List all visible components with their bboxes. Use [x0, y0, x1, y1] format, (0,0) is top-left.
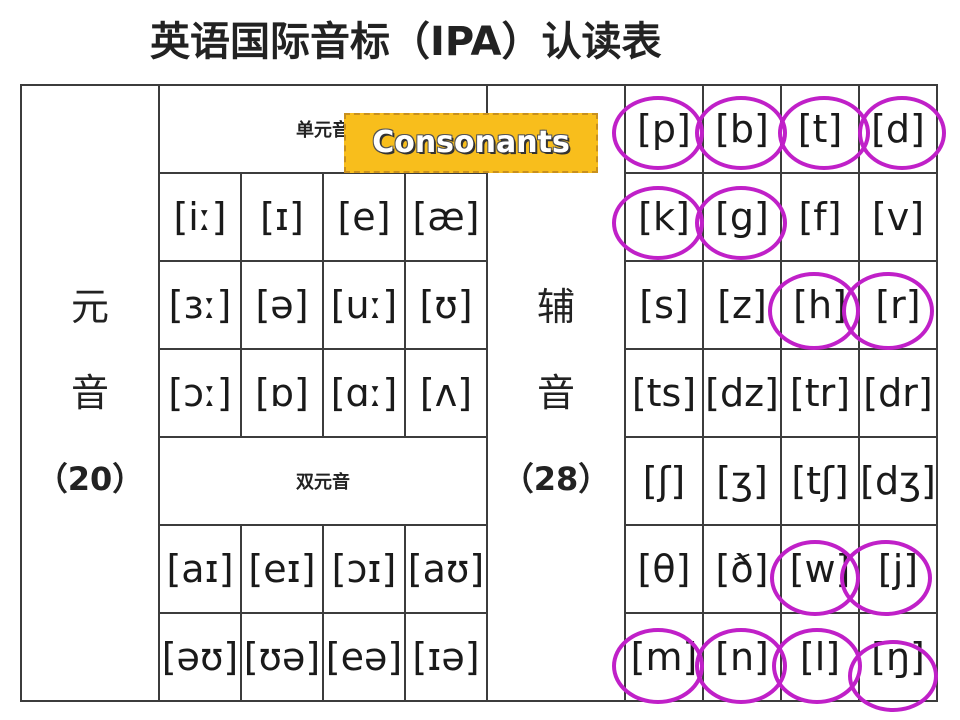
vowel-cell: [ɜː]	[158, 260, 242, 350]
vowels-label-line1: 元	[70, 285, 109, 329]
highlight-circle-g	[695, 186, 787, 260]
consonants-count: （28）	[501, 460, 611, 498]
highlight-circle-p	[612, 96, 704, 170]
diphthong-header: 双元音	[158, 436, 488, 526]
highlight-circle-k	[612, 186, 704, 260]
vowel-cell: [ʊ]	[404, 260, 488, 350]
vowel-cell: [ɔɪ]	[322, 524, 406, 614]
consonants-callout-label: Consonants	[344, 113, 598, 173]
vowel-cell: [ɪə]	[404, 612, 488, 702]
consonant-cell: [tr]	[780, 348, 860, 438]
vowel-cell: [ɒ]	[240, 348, 324, 438]
highlight-circle-d	[858, 96, 946, 170]
consonant-cell: [ts]	[624, 348, 704, 438]
consonant-cell: [ð]	[702, 524, 782, 614]
vowel-cell: [ʌ]	[404, 348, 488, 438]
vowel-cell: [æ]	[404, 172, 488, 262]
vowel-cell: [ɪ]	[240, 172, 324, 262]
vowel-cell: [ɑː]	[322, 348, 406, 438]
consonant-cell: [dz]	[702, 348, 782, 438]
vowel-cell: [ʊə]	[240, 612, 324, 702]
consonant-cell: [z]	[702, 260, 782, 350]
consonant-cell: [v]	[858, 172, 938, 262]
vowel-cell: [aɪ]	[158, 524, 242, 614]
consonant-cell: [θ]	[624, 524, 704, 614]
highlight-circle-j	[840, 540, 932, 616]
consonant-cell: [tʃ]	[780, 436, 860, 526]
consonants-label-line2: 音	[536, 371, 575, 415]
page-title: 英语国际音标（IPA）认读表	[150, 19, 662, 65]
highlight-circle-r	[842, 272, 934, 350]
vowel-cell: [uː]	[322, 260, 406, 350]
consonant-cell: [dr]	[858, 348, 938, 438]
consonant-cell: [s]	[624, 260, 704, 350]
highlight-circle-t	[778, 96, 870, 170]
vowel-cell: [eə]	[322, 612, 406, 702]
consonants-side-label: 辅 音 （28）	[486, 84, 626, 702]
vowel-cell: [e]	[322, 172, 406, 262]
vowel-cell: [iː]	[158, 172, 242, 262]
consonant-cell: [dʒ]	[858, 436, 938, 526]
vowels-side-label: 元 音 （20）	[20, 84, 160, 702]
consonant-cell: [f]	[780, 172, 860, 262]
vowel-cell: [ɔː]	[158, 348, 242, 438]
vowel-cell: [aʊ]	[404, 524, 488, 614]
vowel-cell: [əʊ]	[158, 612, 242, 702]
highlight-circle-b	[695, 96, 787, 170]
vowel-cell: [eɪ]	[240, 524, 324, 614]
consonant-cell: [ʃ]	[624, 436, 704, 526]
highlight-circle-ng	[848, 640, 938, 712]
vowels-label-line2: 音	[70, 371, 109, 415]
vowels-count: （20）	[35, 460, 145, 498]
vowel-cell: [ə]	[240, 260, 324, 350]
consonants-label-line1: 辅	[536, 285, 575, 329]
highlight-circle-m	[612, 628, 704, 704]
consonant-cell: [ʒ]	[702, 436, 782, 526]
